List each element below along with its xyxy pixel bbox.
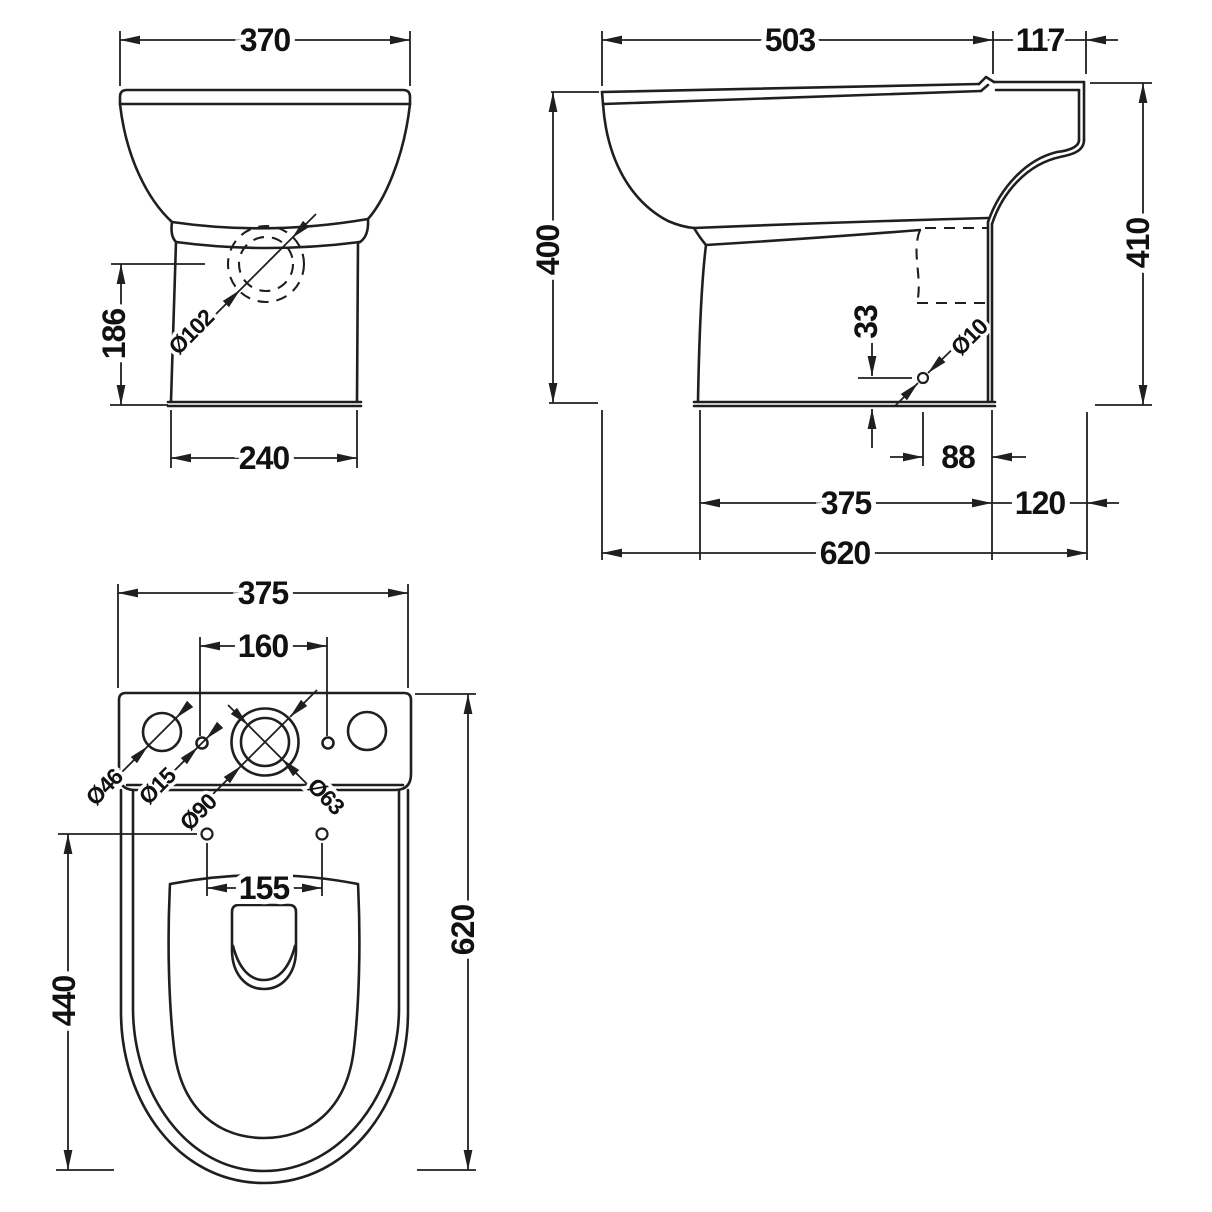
front-outlet-circle-outer (226, 224, 306, 304)
side-pan-depth-label: 503 (765, 22, 816, 58)
front-outlet-height-label: 186 (96, 309, 132, 360)
front-rim-outline (118, 88, 412, 106)
front-base-label: 240 (239, 440, 290, 476)
side-ledge-depth-label: 117 (1016, 22, 1065, 58)
side-trap-left-dashed (915, 229, 921, 304)
plan-corner-hole-leader-ne (175, 700, 194, 719)
plan-bowl-outer-outline (119, 788, 410, 1185)
plan-corner-hole-leader-sw (115, 745, 149, 779)
plan-corner-hole-diameter-line (147, 717, 177, 747)
side-fixing-diameter-label: Ø10 (945, 313, 992, 360)
side-fixing-offset-label: 88 (941, 439, 975, 475)
side-bowl-underside (692, 216, 990, 230)
plan-flush-chute-outline (230, 903, 298, 991)
side-bowl-front-curve (601, 102, 696, 230)
front-outlet-circle-inner (237, 235, 295, 293)
plan-seat-hole-right (315, 827, 329, 841)
front-outlet-diameter-line (239, 237, 293, 291)
plan-platform-outline (117, 691, 413, 792)
plan-inlet-hole-leader-sw (169, 746, 199, 776)
side-pedestal-top (704, 228, 922, 247)
plan-inlet-hole-left (195, 736, 209, 750)
side-rim-inner (601, 89, 983, 106)
front-bowl-right-side (366, 102, 412, 221)
side-back-offset-label: 120 (1015, 485, 1066, 521)
front-outlet-arrow-upper (291, 213, 317, 239)
front-pedestal-left-side (169, 240, 178, 403)
side-scurve-inner (986, 138, 1081, 224)
front-outlet-arrow-lower (215, 289, 241, 315)
plan-flush-inner-leader-se (281, 758, 300, 777)
side-view: Ø10 33 503 117 400 410 88 375 (525, 17, 1161, 576)
plan-overall-length-label: 620 (445, 905, 481, 956)
front-view: Ø102 370 186 240 (91, 17, 412, 481)
side-fixing-leader-lower (894, 382, 919, 407)
side-back-height-label: 410 (1120, 218, 1156, 269)
side-front-height-label: 400 (530, 225, 566, 276)
front-waist-left-flare (170, 220, 178, 244)
side-base-depth-label: 375 (821, 485, 872, 521)
plan-flush-outer-label: Ø90 (174, 788, 221, 835)
plan-corner-hole-right (346, 710, 388, 752)
plan-flush-inner-leader-nw (227, 704, 249, 726)
front-bowl-underside (170, 217, 370, 230)
plan-flush-inner-diameter-line (247, 724, 283, 760)
plan-bowl-length-label: 440 (46, 976, 82, 1027)
plan-flush-outer-leader-ne (289, 689, 318, 718)
side-rim-top (600, 82, 981, 94)
side-fixing-hole (916, 371, 930, 385)
side-fixing-leader-upper (927, 334, 968, 374)
side-waist-cusp (692, 226, 708, 247)
plan-flush-hole-inner (239, 716, 291, 768)
side-lip-inner (979, 83, 990, 93)
plan-inlet-spacing-label: 160 (238, 628, 289, 664)
plan-inlet-hole-right (321, 736, 335, 750)
front-pedestal-top (174, 240, 362, 250)
plan-bowl-inner-outline (131, 788, 401, 1173)
front-waist-right-flare (358, 217, 370, 244)
side-lip (977, 75, 996, 86)
plan-seat-hole-left (200, 827, 214, 841)
plan-seat-spacing-label: 155 (239, 870, 290, 906)
side-fixing-height-label: 33 (848, 305, 884, 339)
plan-width-label: 375 (238, 575, 289, 611)
side-pedestal-front (696, 243, 708, 403)
plan-flush-hole-outer (230, 707, 300, 777)
plan-inlet-hole-diameter-line (197, 738, 207, 748)
side-overall-depth-label: 620 (820, 535, 871, 571)
plan-view: Ø46 Ø15 Ø90 Ø63 375 160 (41, 570, 486, 1185)
side-front-corner (600, 90, 605, 106)
plan-flush-inner-label: Ø63 (302, 772, 349, 819)
front-width-label: 370 (240, 22, 291, 58)
plan-seat-opening (167, 873, 361, 1140)
plan-flush-outer-leader-sw (207, 765, 242, 800)
plan-inlet-hole-leader-ne (205, 721, 224, 740)
front-pedestal-right-side (355, 240, 360, 403)
front-bowl-left-side (118, 102, 174, 224)
side-scurve-outer (990, 138, 1086, 226)
plan-corner-hole-left (141, 711, 183, 753)
plan-inlet-hole-label: Ø15 (133, 762, 181, 810)
plan-flush-chute-waterline (231, 944, 297, 982)
